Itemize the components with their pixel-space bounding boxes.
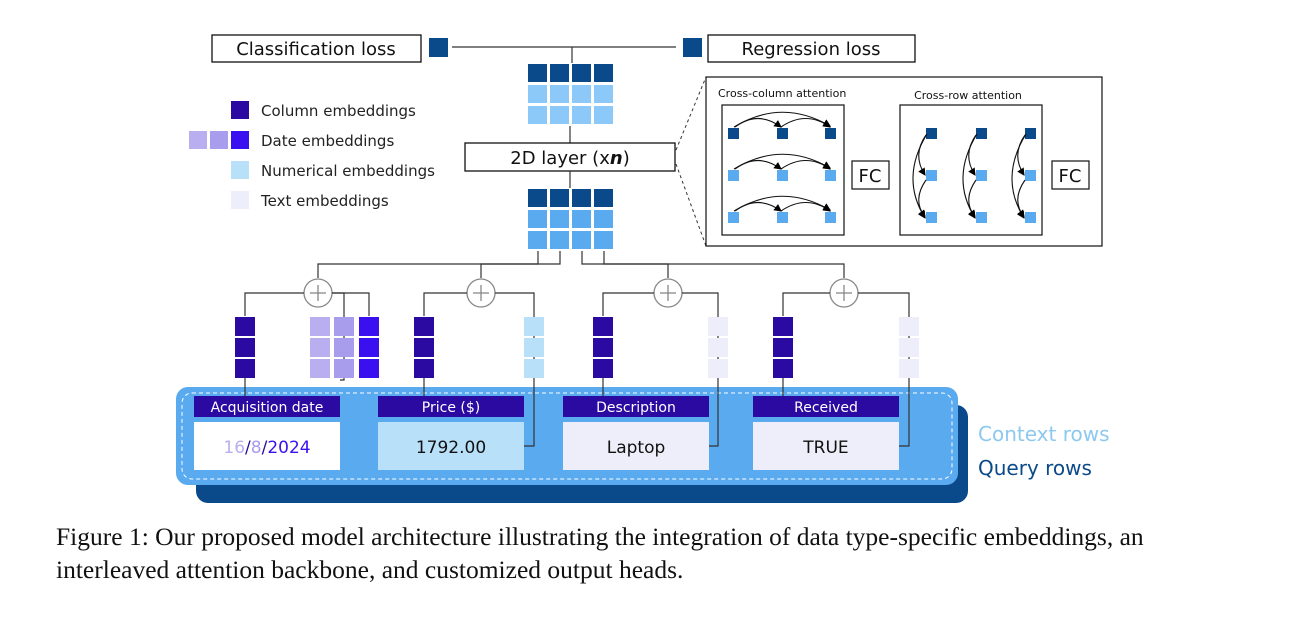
cell-acquisition-date-value: 16/8/2024 [223,438,310,458]
legend-swatch-date-mid [210,131,228,149]
header-acquisition-date-label: Acquisition date [211,400,324,416]
legend-swatch-numerical [231,161,249,179]
fc-label-column: FC [859,166,882,187]
figure-caption: Figure 1: Our proposed model architectur… [56,522,1144,584]
query-rows-label: Query rows [978,456,1092,480]
cross-row-tokens [926,128,1036,223]
cell-description-value: Laptop [607,438,666,458]
context-rows-dashed-border [181,392,953,480]
header-description [563,396,709,417]
legend-swatch-date-light [189,131,207,149]
column-embedding-received [773,317,793,378]
cell-acquisition-date [194,422,340,470]
2d-layer-label: 2D layer (xn) [510,148,629,169]
input-embedding-grid [528,189,613,249]
numerical-embedding-stack [524,317,544,378]
cell-description [563,422,709,470]
column-embedding-date [235,317,255,378]
regression-loss-box [707,34,916,63]
regression-loss-label: Regression loss [742,39,881,60]
text-embedding-stack-received [899,317,919,378]
2d-layer-box [464,142,676,172]
fc-box-column [851,160,890,190]
legend: Column embeddings Date embeddings Numeri… [189,101,435,210]
legend-label-text: Text embeddings [260,192,389,210]
text-embedding-stack-description [708,317,728,378]
cell-price [378,422,524,470]
context-rows-label: Context rows [978,422,1110,446]
header-price-label: Price ($) [422,400,480,416]
column-embedding-price [414,317,434,378]
legend-swatch-text [231,191,249,209]
zoom-dashed-line-bottom [675,163,707,247]
date-embedding-stacks [310,317,379,378]
zoom-dashed-line-top [675,76,707,151]
fc-label-row: FC [1059,166,1082,187]
header-description-label: Description [596,400,676,416]
grid-to-plus-connectors [317,251,845,278]
output-embedding-grid [528,64,613,124]
cross-column-attention-label: Cross-column attention [718,87,846,100]
cell-received [753,422,899,470]
classification-output-token [429,38,448,57]
cross-column-tokens [728,128,836,223]
legend-label-date: Date embeddings [261,132,394,150]
cell-received-value: TRUE [802,438,848,458]
legend-swatch-column [231,101,249,119]
classification-loss-label: Classification loss [236,39,396,60]
cross-column-arrows [733,111,831,212]
column-embedding-description [593,317,613,378]
header-received [753,396,899,417]
cross-row-arrows [912,133,1027,219]
legend-swatch-date-dark [231,131,249,149]
classification-loss-box [211,34,422,63]
cell-price-value: 1792.00 [416,438,486,458]
header-price [378,396,524,417]
legend-label-column: Column embeddings [261,102,416,120]
legend-label-numerical: Numerical embeddings [261,162,435,180]
header-received-label: Received [794,400,858,416]
header-acquisition-date [194,396,340,417]
plus-signs [310,285,852,301]
regression-output-token [683,38,702,57]
plus-nodes [303,278,859,308]
cross-row-attention-label: Cross-row attention [914,89,1022,102]
fc-box-row [1051,160,1090,190]
